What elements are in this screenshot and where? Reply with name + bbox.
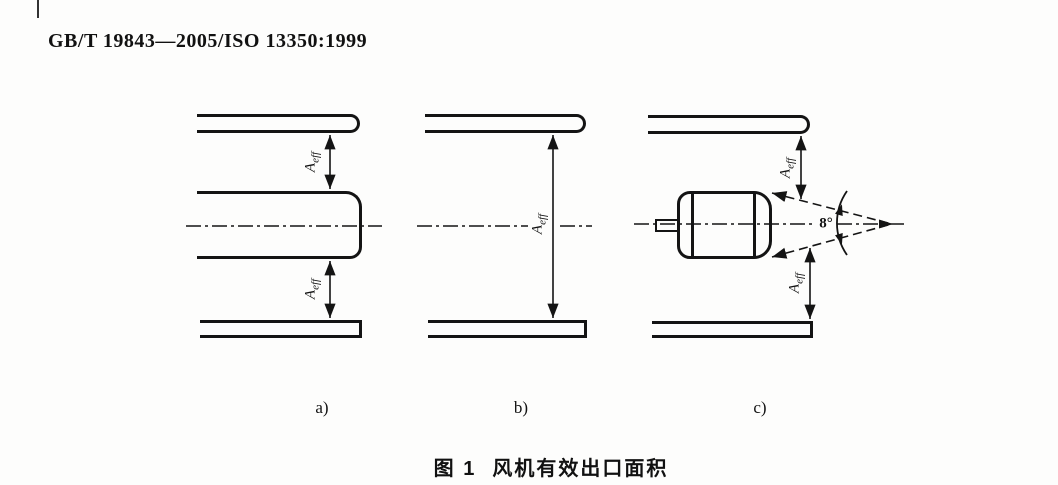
panel-label-b: b) bbox=[513, 398, 529, 417]
duct-wall-bottom-b bbox=[428, 320, 587, 338]
jet-cone-line-bottom bbox=[771, 224, 889, 259]
motor-shaft bbox=[655, 219, 679, 232]
motor-endcap-left-line bbox=[691, 192, 694, 258]
aeff-label-c-bottom: Aeff bbox=[786, 272, 806, 294]
scan-artifact-mark bbox=[37, 0, 39, 18]
angle-arc-arrow-bottom bbox=[835, 233, 843, 245]
duct-wall-top-b bbox=[425, 114, 586, 133]
angle-arc bbox=[836, 190, 848, 256]
angle-label: 8° bbox=[819, 215, 833, 232]
duct-wall-top-c bbox=[648, 115, 810, 134]
motor-endcap-right-line bbox=[753, 192, 756, 258]
panel-label-c: c) bbox=[753, 398, 767, 417]
figure-caption: 图 1 风机有效出口面积 bbox=[434, 452, 669, 481]
duct-wall-bottom-c bbox=[652, 321, 813, 338]
aeff-label-a-top: Aeff bbox=[302, 151, 322, 173]
aeff-label-a-bottom: Aeff bbox=[302, 278, 322, 300]
figure-number: 图 1 bbox=[433, 458, 477, 480]
aeff-label-b: Aeff bbox=[529, 213, 549, 235]
duct-wall-bottom-a bbox=[200, 320, 362, 338]
figure-title: 风机有效出口面积 bbox=[492, 458, 669, 480]
motor-body bbox=[677, 191, 772, 259]
page-header: GB/T 19843—2005/ISO 13350:1999 bbox=[48, 30, 368, 52]
duct-wall-top-a bbox=[197, 114, 360, 133]
jet-cone-line-top bbox=[771, 191, 889, 224]
aeff-label-c-top: Aeff bbox=[777, 157, 797, 179]
panel-label-a: a) bbox=[315, 398, 329, 417]
cone-vertex-arrow bbox=[879, 219, 893, 229]
angle-arc-arrow-top bbox=[835, 204, 843, 216]
fan-fairing-body-a bbox=[197, 191, 362, 259]
